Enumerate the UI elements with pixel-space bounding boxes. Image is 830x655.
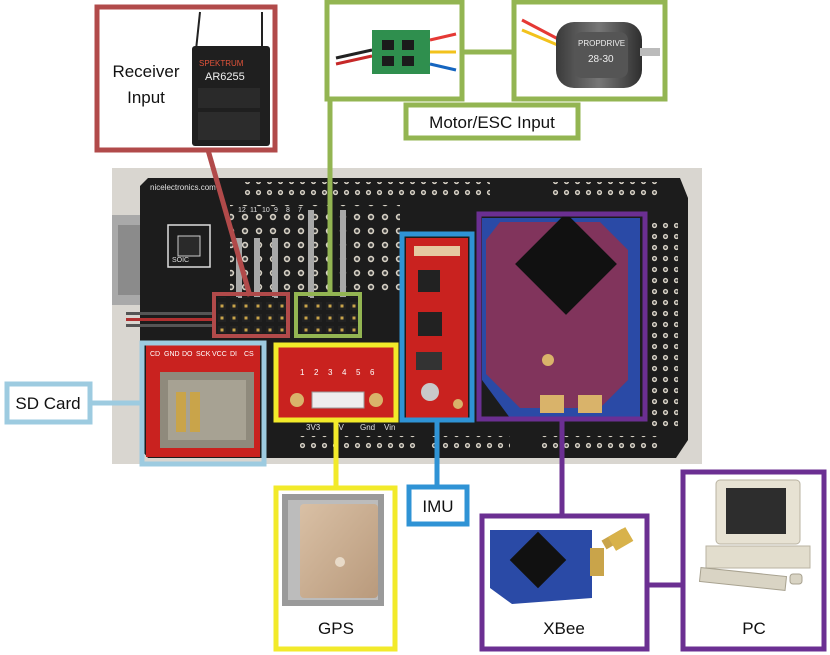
power-pin-1: 3V3: [306, 423, 321, 432]
gps-label: GPS: [318, 619, 354, 638]
receiver-label-line2: Input: [127, 88, 165, 107]
imu-callout: IMU: [399, 231, 475, 527]
sd-card-highlight: [139, 340, 267, 467]
motor-esc-label-box: [403, 102, 581, 141]
motor-esc-callout: PROPDRIVE 28-30 Motor/ESC Input: [294, 0, 668, 338]
gps-pin-1: 1: [300, 368, 305, 377]
power-pin-3: Gnd: [360, 423, 375, 432]
rx-pin-label: 7: [298, 207, 302, 214]
power-pin-2: 5V: [334, 423, 344, 432]
rx-pin-label: 12: [238, 207, 246, 214]
sd-card-label-box: [4, 381, 93, 425]
gps-callout: GPS: [273, 342, 399, 652]
imu-board: [406, 238, 468, 418]
rx-pin-label: 8: [286, 207, 290, 214]
pc-callout: PC: [680, 469, 827, 652]
motor-esc-label: Motor/ESC Input: [429, 113, 555, 132]
sd-card-callout: SD Card: [4, 340, 267, 467]
sd-pin-6: DI: [230, 351, 237, 358]
imu-label-box: [406, 484, 470, 527]
esc-photo: [335, 30, 457, 74]
motor-photo: PROPDRIVE 28-30: [521, 18, 660, 88]
gps-pin-2: 2: [314, 368, 319, 377]
rx-pin-label: 9: [274, 207, 278, 214]
gps-pin-6: 6: [370, 368, 375, 377]
sd-pin-7: CS: [244, 351, 254, 358]
receiver-pin-highlight: [212, 292, 290, 338]
sd-card-label: SD Card: [15, 394, 80, 413]
pc-label: PC: [742, 619, 766, 638]
xbee-module: [482, 213, 640, 418]
receiver-brand: SPEKTRUM: [199, 59, 244, 68]
imu-label: IMU: [422, 497, 453, 516]
gps-highlight: [273, 342, 399, 423]
sd-breakout: CD GND DO SCK VCC DI CS: [146, 345, 260, 457]
xbee-photo: [490, 527, 634, 604]
motor-brand: PROPDRIVE: [578, 39, 625, 48]
gps-breakout: 1 2 3 4 5 6: [278, 346, 394, 418]
gps-pin-5: 5: [356, 368, 361, 377]
receiver-model: AR6255: [205, 71, 245, 83]
receiver-photo: SPEKTRUM AR6255: [192, 11, 270, 146]
power-pin-4: Vin: [384, 423, 395, 432]
pc-photo: [698, 479, 811, 592]
rx-pin-label: 10: [262, 207, 270, 214]
gps-photo: [282, 494, 384, 606]
motor-pin-highlight: [294, 292, 362, 338]
receiver-callout: SPEKTRUM AR6255 Receiver Input: [94, 4, 290, 338]
gps-pin-4: 4: [342, 368, 347, 377]
xbee-label: XBee: [543, 619, 585, 638]
gps-pin-3: 3: [328, 368, 333, 377]
xbee-highlight: [476, 211, 648, 422]
motor-model: 28-30: [588, 54, 614, 65]
sd-pin-1: CD: [150, 351, 160, 358]
svg-text:SOIC: SOIC: [172, 257, 189, 264]
receiver-label-line1: Receiver: [112, 62, 179, 81]
sd-pin-3: DO: [182, 351, 193, 358]
rx-pin-label: 11: [250, 207, 257, 214]
sd-pin-5: VCC: [212, 351, 227, 358]
sd-pin-4: SCK: [196, 351, 211, 358]
xbee-callout: XBee: [476, 211, 683, 652]
imu-highlight: [399, 231, 475, 423]
sd-pin-2: GND: [164, 351, 180, 358]
board-silkscreen: nicelectronics.com: [150, 183, 216, 192]
